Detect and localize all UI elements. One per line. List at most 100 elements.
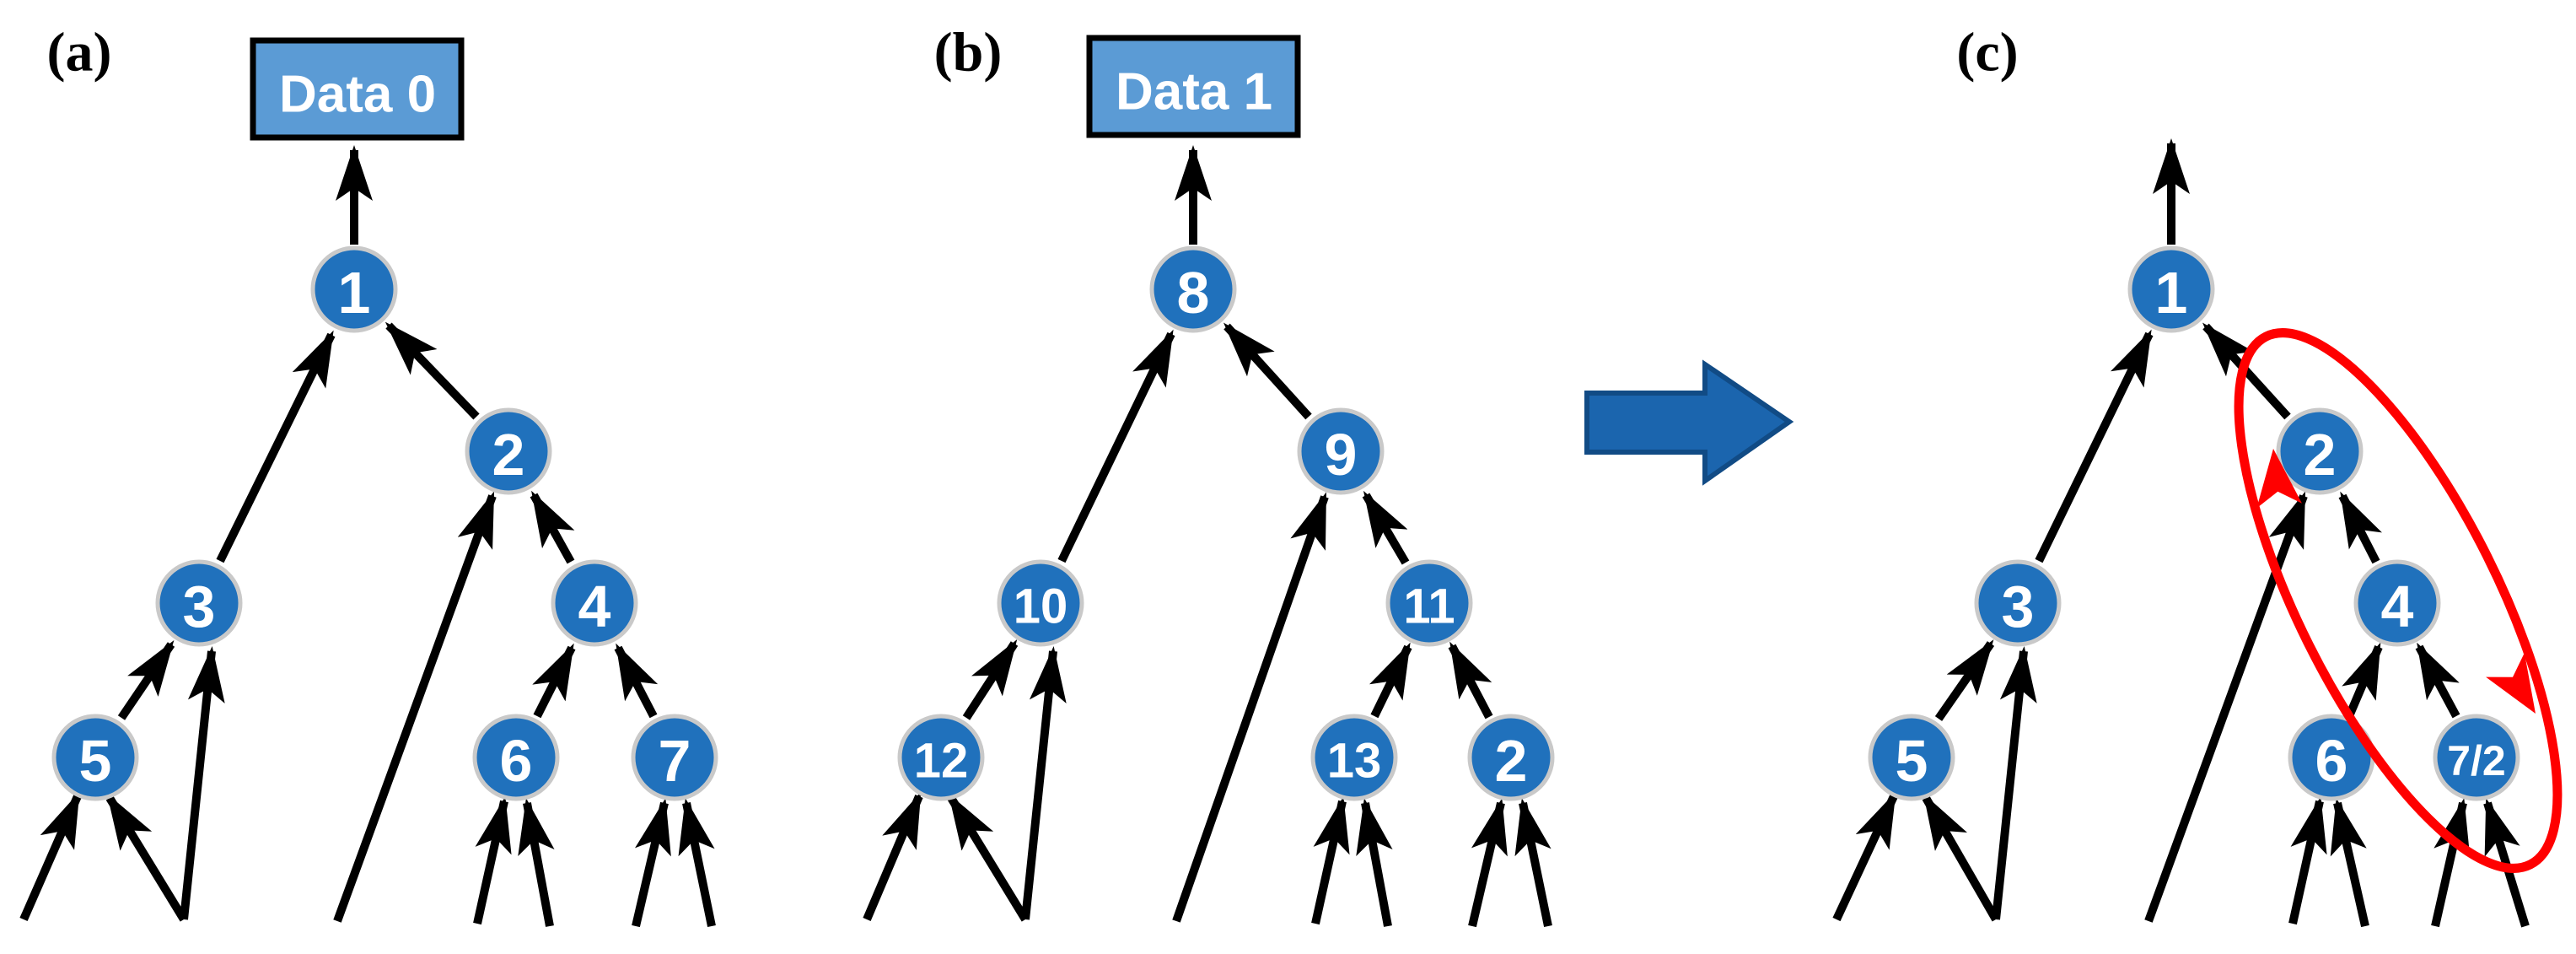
panel-a-label: (a) bbox=[47, 22, 112, 84]
edge-leaf-to-node9 bbox=[1172, 492, 1329, 923]
node-value: 2 bbox=[1495, 728, 1528, 794]
edge-node9-to-node8 bbox=[1223, 322, 1312, 420]
tree-node: 1 bbox=[2127, 245, 2215, 333]
node-circle bbox=[2127, 245, 2215, 333]
tree-node: 6 bbox=[2288, 714, 2375, 801]
edge-node2-to-node11 bbox=[1448, 641, 1493, 720]
node-circle bbox=[155, 559, 243, 647]
red-arrowhead-up-icon bbox=[2256, 449, 2302, 509]
edge-node3-to-node1 bbox=[216, 330, 336, 563]
node-value: 9 bbox=[1325, 422, 1358, 488]
node-circle bbox=[897, 714, 985, 801]
highlight-ellipse bbox=[2234, 328, 2563, 873]
tree-node: 4 bbox=[2353, 559, 2441, 647]
edge-node3-to-node1 bbox=[2035, 329, 2154, 563]
node-value: 10 bbox=[1014, 579, 1068, 634]
tree-node: 13 bbox=[1310, 714, 1398, 801]
tree-node: 5 bbox=[1868, 714, 1955, 801]
edge-leaf-to-node12 bbox=[947, 793, 1030, 922]
node-value: 5 bbox=[1896, 728, 1928, 794]
node-value: 3 bbox=[2002, 574, 2035, 639]
edge-leaf-to-node6 bbox=[518, 798, 555, 927]
edge-leaf-to-node7 bbox=[678, 798, 716, 928]
node-value: 12 bbox=[914, 734, 969, 789]
node-circle bbox=[310, 245, 398, 333]
node-value: 6 bbox=[2315, 728, 2348, 794]
node-value: 2 bbox=[492, 422, 525, 488]
node-circle bbox=[997, 559, 1084, 647]
node-circle bbox=[2433, 714, 2520, 801]
data0-box-label: Data 0 bbox=[279, 66, 436, 124]
edge-node6-to-node4 bbox=[532, 643, 576, 719]
edge-leaf-to-node12 bbox=[863, 791, 923, 921]
edge-leaf-to-node2 bbox=[1514, 798, 1552, 928]
tree-node: 11 bbox=[1385, 559, 1473, 647]
node-circle bbox=[465, 407, 552, 495]
data0-box bbox=[250, 37, 465, 141]
node-circle bbox=[551, 559, 638, 647]
panel-b-label: (b) bbox=[934, 22, 1003, 84]
merge-arrow-icon bbox=[1584, 359, 1794, 486]
tree-node: 7/2 bbox=[2433, 714, 2520, 801]
edge-leaf-to-node10 bbox=[1021, 646, 1067, 920]
node-circle bbox=[1149, 245, 1237, 333]
edge-leaf-to-node2 bbox=[1468, 798, 1508, 928]
edge-node4-to-node2 bbox=[2338, 491, 2382, 564]
edge-node11-to-node9 bbox=[1362, 490, 1410, 565]
node-circle bbox=[1467, 714, 1555, 801]
node-value: 2 bbox=[2304, 422, 2337, 488]
node-value: 5 bbox=[79, 728, 112, 794]
edge-node72-to-node4 bbox=[2415, 642, 2460, 719]
edge-node13-to-node11 bbox=[1369, 642, 1412, 719]
node-value: 4 bbox=[2381, 574, 2414, 639]
tree-node: 5 bbox=[51, 714, 139, 801]
edge-leaf-to-node3 bbox=[1992, 646, 2037, 920]
tree-node: 2 bbox=[2276, 407, 2364, 495]
tree-node: 2 bbox=[1467, 714, 1555, 801]
tree-node: 3 bbox=[155, 559, 243, 647]
node-circle bbox=[1385, 559, 1473, 647]
tree-node: 3 bbox=[1974, 559, 2062, 647]
tree-node: 6 bbox=[472, 714, 560, 801]
node-circle bbox=[1297, 407, 1385, 495]
panel-c: (c) 1 2 3 4 bbox=[1832, 22, 2563, 928]
tree-node: 8 bbox=[1149, 245, 1237, 333]
tree-node: 12 bbox=[897, 714, 985, 801]
edge-leaf-to-node5 bbox=[105, 793, 188, 922]
panel-b: (b) Data 1 8 9 10 bbox=[863, 22, 1555, 928]
edge-leaf-to-node72 bbox=[2431, 798, 2471, 928]
tree-node: 9 bbox=[1297, 407, 1385, 495]
data1-box bbox=[1086, 35, 1301, 138]
node-circle bbox=[631, 714, 718, 801]
edge-node4-to-node2 bbox=[530, 490, 575, 564]
node-circle bbox=[1310, 714, 1398, 801]
edge-leaf-to-node7 bbox=[632, 798, 671, 928]
edge-node7-to-node4 bbox=[614, 643, 659, 719]
edge-leaf-to-node2 bbox=[2144, 491, 2308, 923]
edge-leaf-to-node5 bbox=[19, 791, 82, 922]
node-value: 11 bbox=[1403, 579, 1455, 634]
edge-leaf-to-node3 bbox=[180, 646, 225, 920]
edge-node5-to-node3 bbox=[117, 640, 175, 720]
node-value: 3 bbox=[183, 574, 216, 639]
edge-leaf-to-node5 bbox=[1832, 791, 1898, 922]
node-value: 6 bbox=[500, 728, 533, 794]
node-circle bbox=[51, 714, 139, 801]
tree-node: 2 bbox=[465, 407, 552, 495]
edge-node6-to-node4 bbox=[2342, 642, 2383, 718]
panel-c-label: (c) bbox=[1956, 22, 2018, 84]
node-value: 1 bbox=[338, 260, 371, 326]
edge-leaf-to-node6 bbox=[2288, 796, 2327, 925]
node-circle bbox=[472, 714, 560, 801]
edge-node2-to-node1 bbox=[385, 321, 480, 420]
node-value: 1 bbox=[2155, 260, 2188, 326]
node-circle bbox=[1974, 559, 2062, 647]
node-value: 7 bbox=[659, 728, 691, 794]
tree-node: 1 bbox=[310, 245, 398, 333]
data1-box-label: Data 1 bbox=[1116, 63, 1272, 121]
edge-leaf-to-node6 bbox=[2330, 798, 2369, 928]
tree-node: 4 bbox=[551, 559, 638, 647]
node-value: 7/2 bbox=[2447, 737, 2506, 784]
